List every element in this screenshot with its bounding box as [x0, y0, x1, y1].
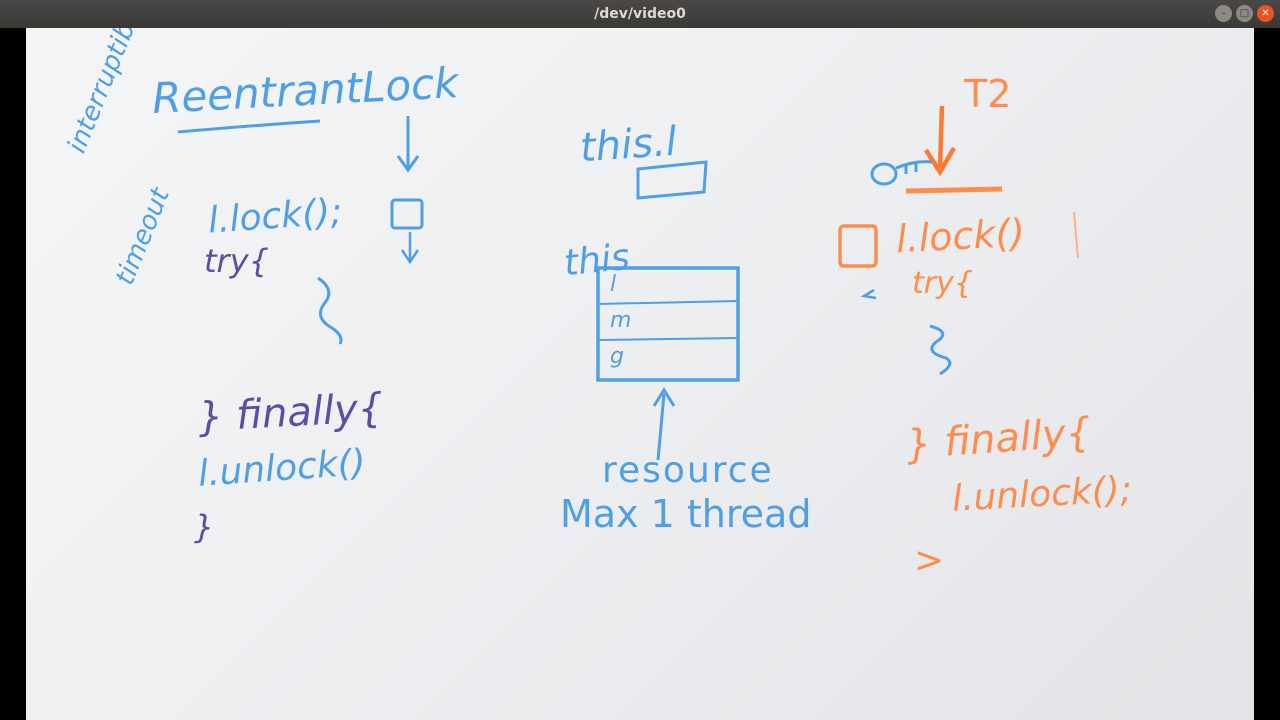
- squiggle: [317, 276, 343, 345]
- thread-t2-label: T2: [964, 72, 1012, 116]
- small-down-arrow-icon: [400, 232, 420, 265]
- minimize-icon: –: [1221, 7, 1226, 19]
- this-label: this: [562, 236, 632, 285]
- squiggle-right: [929, 324, 952, 376]
- field-g: g: [610, 344, 624, 369]
- down-arrow-icon: [396, 116, 420, 173]
- close-icon: ✕: [1261, 7, 1270, 19]
- close-brace-right: >: [914, 540, 945, 581]
- orange-lock-icon: [838, 224, 878, 268]
- field-l: l: [610, 272, 617, 297]
- heading-underline: [177, 119, 321, 134]
- max-thread-label: Max 1 thread: [560, 492, 812, 536]
- table-divider: [597, 337, 739, 341]
- whiteboard-video-frame: ReentrantLock interruptible timeout l.lo…: [26, 28, 1254, 720]
- resource-label: resource: [602, 450, 774, 491]
- close-brace-left: }: [194, 508, 215, 546]
- key-icon: [870, 162, 898, 186]
- field-m: m: [610, 308, 632, 333]
- this-l-label: this.l: [578, 118, 679, 172]
- lock-call-right: l.lock(): [894, 210, 1027, 262]
- lock-icon: [390, 198, 424, 230]
- try-open-right: try{: [912, 266, 973, 301]
- close-button[interactable]: ✕: [1257, 5, 1274, 22]
- pointer-box: [636, 160, 708, 200]
- window-title: /dev/video0: [594, 6, 686, 22]
- minimize-button[interactable]: –: [1215, 5, 1232, 22]
- table-divider: [597, 300, 739, 305]
- try-open-left: try{: [204, 242, 269, 280]
- title-bar[interactable]: /dev/video0 – □ ✕: [0, 0, 1280, 28]
- object-table-frame: [596, 266, 740, 382]
- finally-open-left: } finally{: [196, 385, 385, 441]
- whiteboard-drawings: [177, 105, 1079, 461]
- maximize-button[interactable]: □: [1236, 5, 1253, 22]
- up-arrow-icon: [652, 387, 676, 461]
- maximize-icon: □: [1239, 7, 1250, 19]
- orange-down-arrow-icon: [924, 105, 956, 177]
- orange-bar: [905, 186, 1003, 194]
